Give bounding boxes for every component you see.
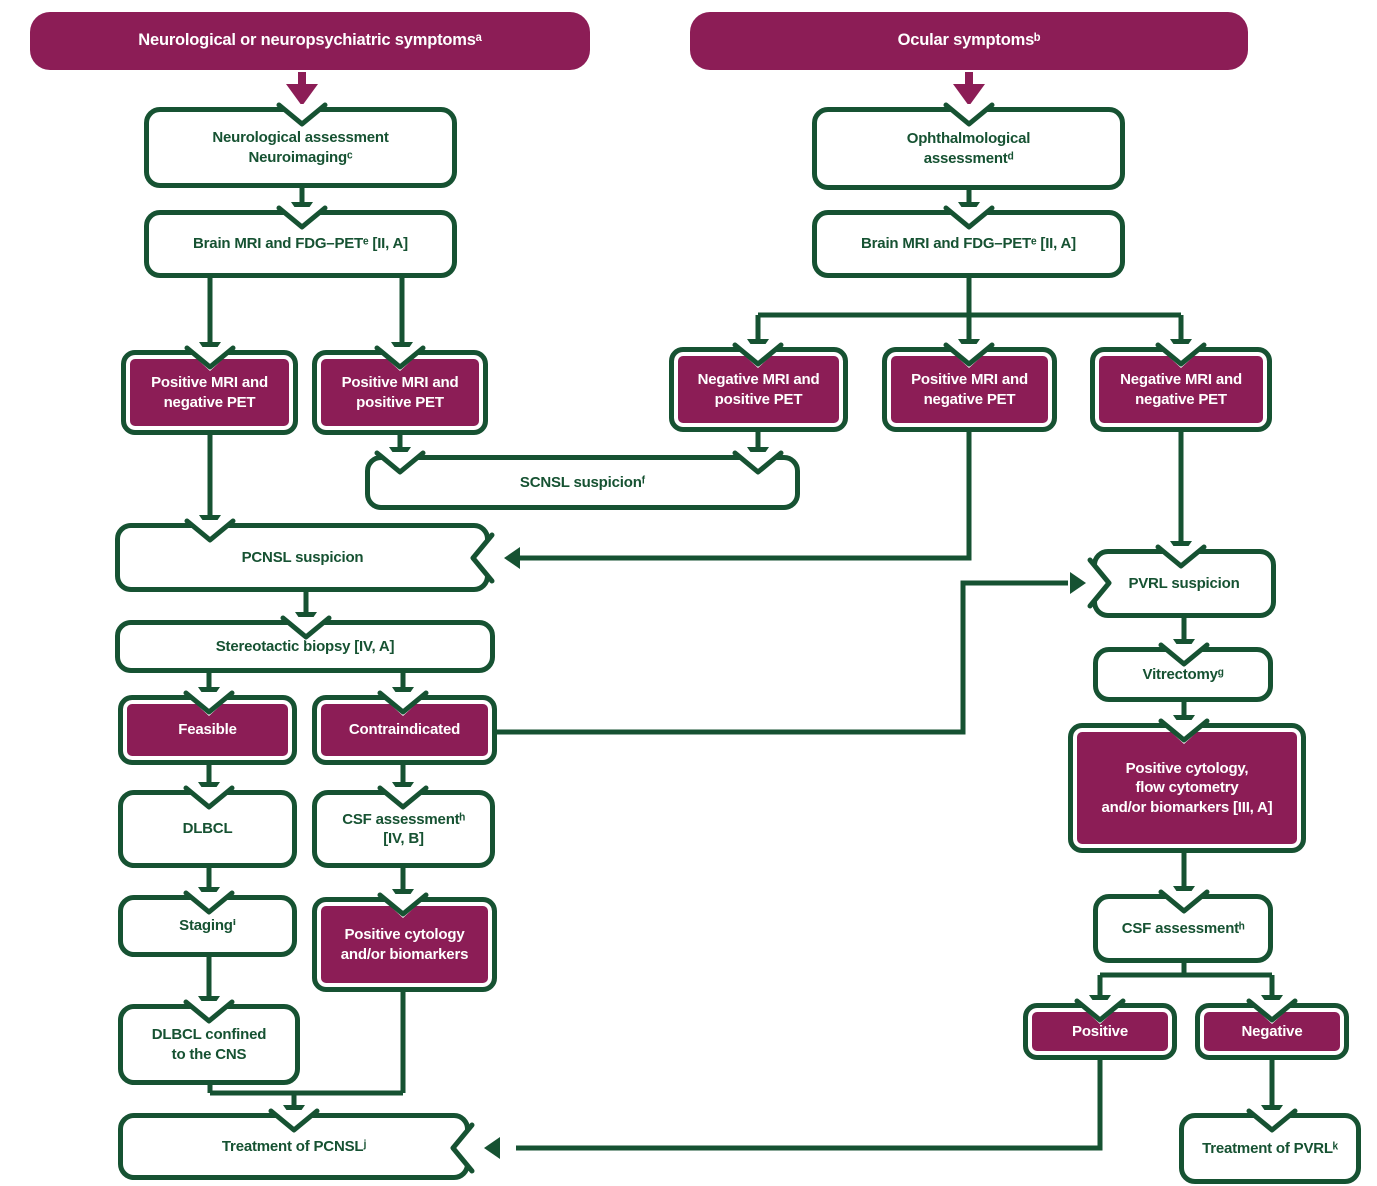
node-dlbcl: DLBCL: [118, 790, 297, 868]
node-csf-assessment-left: CSF assessmentʰ [IV, B]: [312, 790, 495, 868]
connector-positive-to-treatment-pcnsl: [516, 1060, 1103, 1151]
node-label: Negative: [1241, 1022, 1303, 1040]
connector-csf-split: [1097, 963, 1275, 995]
node-label: Negative MRI and negative PET: [1120, 371, 1242, 408]
node-label: Vitrectomyᵍ: [1142, 665, 1224, 683]
node-label: Positive: [1072, 1022, 1128, 1040]
node-label: CSF assessmentʰ [IV, B]: [342, 810, 465, 848]
connector: [206, 868, 406, 889]
node-contraindicated: Contraindicated: [312, 695, 497, 765]
node-label: Positive MRI and negative PET: [911, 371, 1028, 408]
connector: [207, 278, 405, 342]
node-label: Brain MRI and FDG–PETᵉ [II, A]: [861, 235, 1076, 253]
node-label: Contraindicated: [348, 721, 461, 739]
connector: [755, 278, 1184, 339]
arrowhead: [484, 1137, 500, 1159]
node-pvrl-suspicion: PVRL suspicion: [1092, 549, 1276, 618]
node-pos-mri-neg-pet-right: Positive MRI and negative PET: [882, 347, 1057, 432]
arrowhead: [504, 547, 520, 569]
node-label: Feasible: [178, 721, 237, 739]
node-label: PVRL suspicion: [1128, 574, 1240, 592]
node-label: PCNSL suspicion: [241, 548, 364, 566]
node-header-neurological: Neurological or neuropsychiatric symptom…: [30, 12, 590, 70]
node-label: Ocular symptomsᵇ: [897, 31, 1041, 50]
node-feasible: Feasible: [118, 695, 297, 765]
node-pos-mri-pos-pet-left: Positive MRI and positive PET: [312, 350, 488, 435]
connector: [206, 673, 406, 687]
node-label: Positive cytology and/or biomarkers: [340, 926, 469, 963]
node-ophthalmological-assessment: Ophthalmological assessmentᵈ: [812, 107, 1125, 190]
node-brain-mri-left: Brain MRI and FDG–PETᵉ [II, A]: [144, 210, 457, 278]
node-label: Treatment of PCNSLʲ: [221, 1137, 367, 1155]
node-label: Positive MRI and negative PET: [151, 374, 268, 411]
node-label: Brain MRI and FDG–PETᵉ [II, A]: [193, 235, 408, 253]
node-positive: Positive: [1023, 1003, 1177, 1060]
node-label: DLBCL confined to the CNS: [151, 1026, 267, 1063]
node-header-ocular: Ocular symptomsᵇ: [690, 12, 1248, 70]
node-scnsl-suspicion: SCNSL suspicionᶠ: [365, 455, 800, 510]
node-label: Stereotactic biopsy [IV, A]: [215, 637, 395, 655]
node-neg-mri-neg-pet: Negative MRI and negative PET: [1090, 347, 1272, 432]
node-label: Ophthalmological assessmentᵈ: [906, 130, 1031, 167]
arrowhead: [953, 84, 985, 106]
node-pos-mri-neg-pet-left: Positive MRI and negative PET: [121, 350, 298, 435]
node-label: Positive cytology, flow cytometry and/or…: [1101, 759, 1273, 816]
node-treatment-pcnsl: Treatment of PCNSLʲ: [118, 1113, 470, 1180]
node-negative: Negative: [1195, 1003, 1349, 1060]
node-label: Stagingⁱ: [179, 917, 236, 935]
connector: [206, 765, 406, 782]
node-neg-mri-pos-pet: Negative MRI and positive PET: [669, 347, 848, 432]
node-treatment-pvrl: Treatment of PVRLᵏ: [1179, 1113, 1361, 1184]
arrowhead: [286, 84, 318, 106]
node-staging: Stagingⁱ: [118, 895, 297, 957]
node-neurological-assessment: Neurological assessment Neuroimagingᶜ: [144, 107, 457, 188]
node-label: Neurological assessment Neuroimagingᶜ: [212, 129, 389, 166]
connector-contraindicated-to-pvrl: [497, 580, 1068, 735]
node-label: SCNSL suspicionᶠ: [519, 473, 646, 491]
node-brain-mri-right: Brain MRI and FDG–PETᵉ [II, A]: [812, 210, 1125, 278]
node-pos-cytology-left: Positive cytology and/or biomarkers: [312, 897, 497, 992]
node-stereotactic-biopsy: Stereotactic biopsy [IV, A]: [115, 620, 495, 673]
node-label: Positive MRI and positive PET: [341, 374, 459, 411]
node-label: DLBCL: [182, 820, 233, 838]
node-label: Negative MRI and positive PET: [697, 371, 820, 408]
node-vitrectomy: Vitrectomyᵍ: [1093, 647, 1273, 702]
node-pcnsl-suspicion: PCNSL suspicion: [115, 523, 490, 592]
node-label: CSF assessmentʰ: [1121, 919, 1245, 937]
node-csf-assessment-right: CSF assessmentʰ: [1093, 894, 1273, 963]
node-dlbcl-confined: DLBCL confined to the CNS: [118, 1004, 300, 1085]
node-label: Treatment of PVRLᵏ: [1202, 1139, 1338, 1157]
node-label: Neurological or neuropsychiatric symptom…: [138, 31, 482, 50]
arrowhead: [1070, 572, 1086, 594]
node-pos-cytology-right: Positive cytology, flow cytometry and/or…: [1068, 723, 1306, 853]
